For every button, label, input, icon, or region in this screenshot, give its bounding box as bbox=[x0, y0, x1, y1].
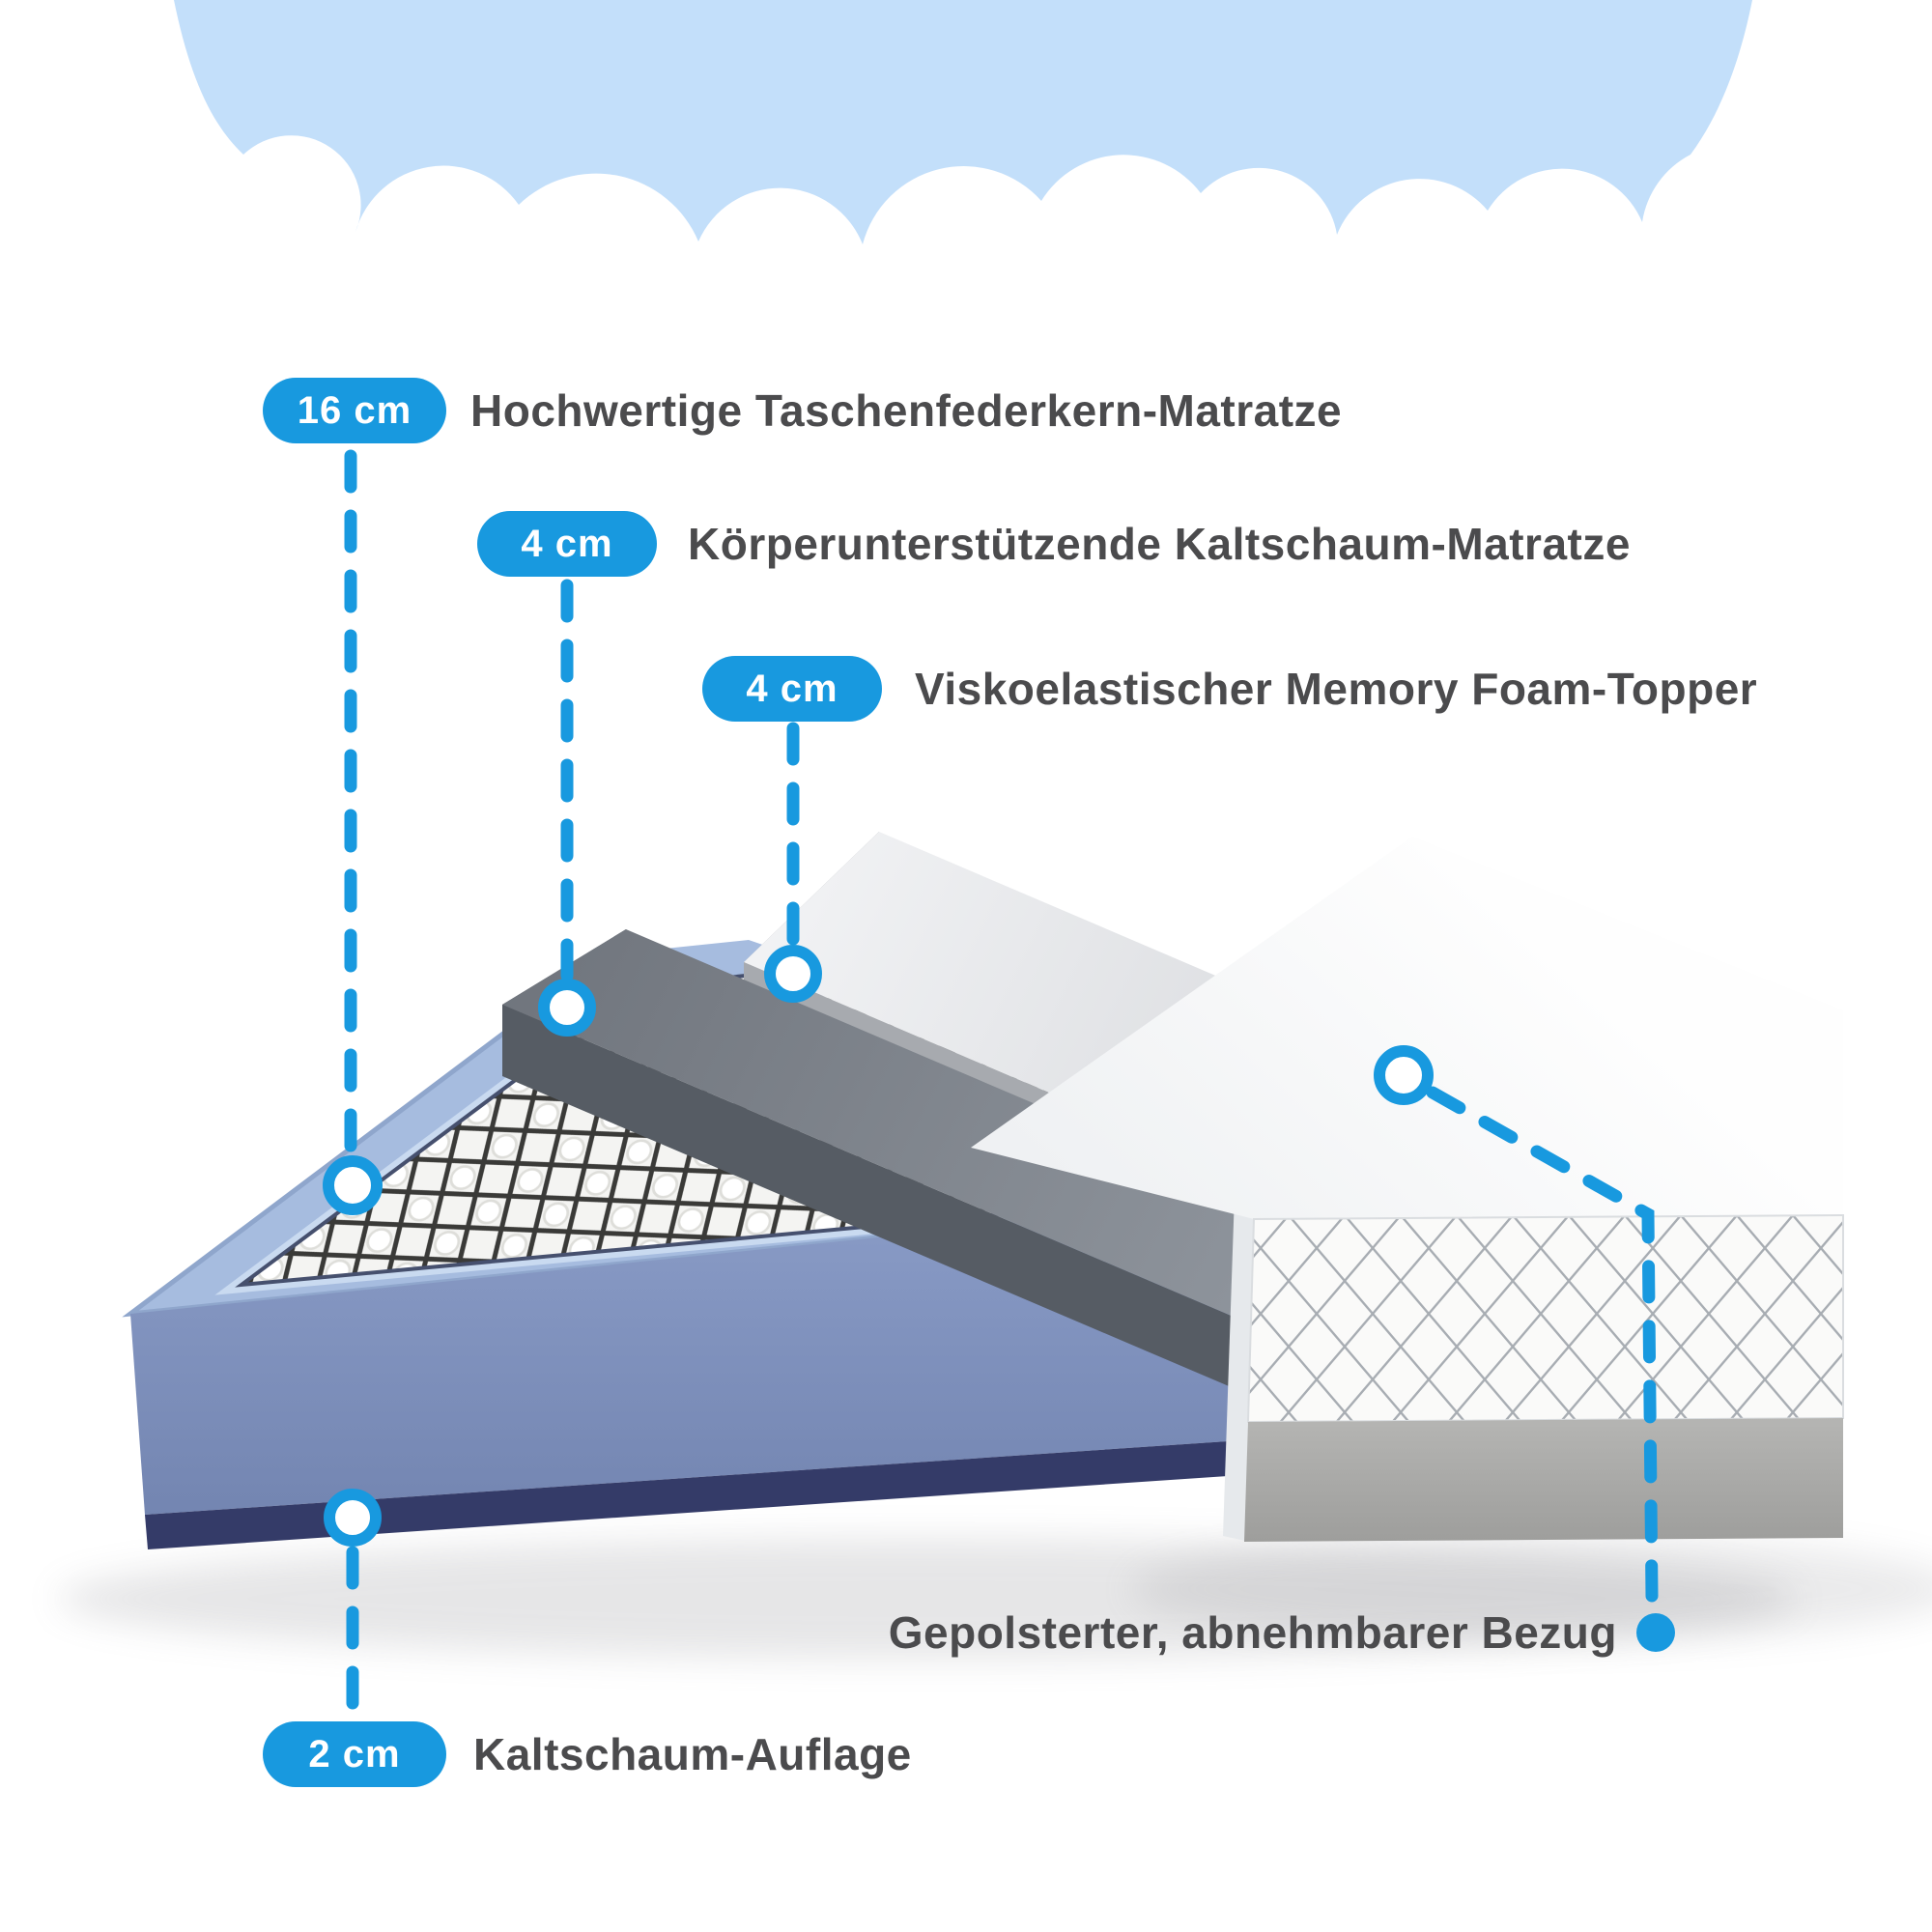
badge-4cm-coldfoam: 4 cm bbox=[477, 511, 657, 577]
cover-quilted-side bbox=[1246, 1213, 1844, 1424]
marker-circle-coldfoam bbox=[538, 979, 596, 1037]
cover-gray-strip bbox=[1244, 1418, 1843, 1542]
marker-dot-cover bbox=[1636, 1613, 1675, 1652]
label-spring-mattress: Hochwertige Taschenfederkern-Matratze bbox=[470, 385, 1343, 436]
marker-circle-springs bbox=[323, 1155, 383, 1215]
leader-line-cover bbox=[1426, 1086, 1659, 1603]
cloud-shape bbox=[174, 0, 1752, 244]
cover-block bbox=[971, 837, 1844, 1542]
floor-shadow bbox=[58, 1536, 1932, 1659]
annotation-markers bbox=[323, 449, 1675, 1719]
label-memory-foam-topper: Viskoelastischer Memory Foam-Topper bbox=[915, 664, 1758, 714]
marker-circle-topper bbox=[764, 945, 822, 1003]
marker-circle-cover bbox=[1374, 1045, 1434, 1105]
cover-top-surface bbox=[971, 837, 1843, 1219]
badge-2cm: 2 cm bbox=[263, 1721, 446, 1787]
marker-circle-pad bbox=[324, 1489, 382, 1547]
cold-foam-pad-layer bbox=[145, 1439, 1256, 1549]
badge-4cm-topper: 4 cm bbox=[702, 656, 882, 722]
label-cold-foam-pad: Kaltschaum-Auflage bbox=[473, 1729, 912, 1779]
label-cover: Gepolsterter, abnehmbarer Bezug bbox=[888, 1607, 1617, 1658]
badge-16cm: 16 cm bbox=[263, 378, 446, 443]
label-cold-foam-mattress: Körperunterstützende Kaltschaum-Matratze bbox=[688, 519, 1631, 569]
